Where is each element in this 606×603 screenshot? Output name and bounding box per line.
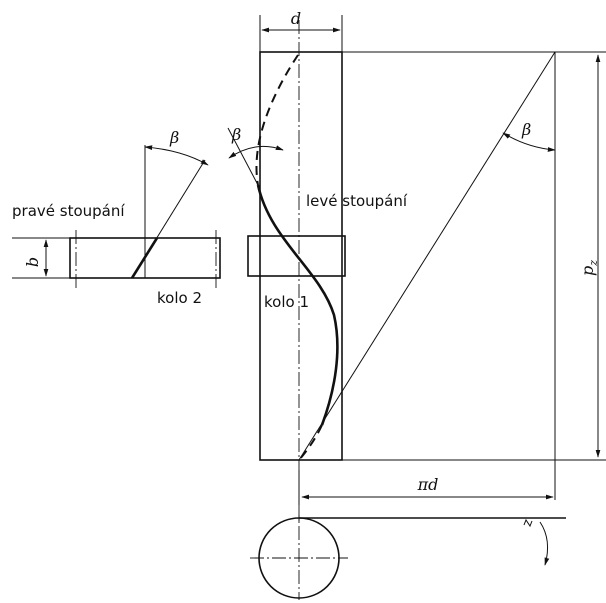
gear-2: β	[69, 128, 221, 288]
gear-1-band	[247, 235, 346, 277]
gear-2-label: kolo 2	[157, 289, 202, 307]
gear-1-label: kolo 1	[264, 293, 309, 311]
beta-angle-gear-2	[144, 145, 209, 166]
gear-2-tooth	[130, 237, 159, 279]
left-lead-label: levé stoupání	[306, 192, 408, 210]
cylinder-outline	[259, 51, 343, 461]
beta-label-gear-2: β	[169, 128, 179, 147]
development-triangle: β	[298, 51, 606, 500]
right-lead-label: pravé stoupání	[12, 202, 125, 220]
wavy-break	[523, 518, 533, 528]
lead-label: pz	[578, 260, 600, 276]
circumference-dimension: πd	[298, 470, 554, 505]
helix-visible	[256, 184, 339, 426]
beta-angle-triangle	[502, 132, 556, 152]
lead-dimension: pz	[578, 54, 601, 458]
end-view	[250, 515, 566, 599]
triangle-hypotenuse	[298, 51, 556, 461]
face-width-label: b	[23, 257, 42, 267]
diameter-label: d	[291, 9, 301, 28]
rotation-arrow	[539, 521, 550, 566]
helix-curve	[255, 54, 339, 461]
face-width-dimension: b	[12, 237, 70, 279]
circumference-label: πd	[417, 475, 439, 494]
beta-angle-cylinder: β	[227, 125, 284, 186]
beta-label-triangle: β	[521, 120, 531, 139]
cylinder	[259, 20, 343, 600]
diameter-dimension: d	[259, 9, 343, 52]
beta-label-cylinder: β	[231, 125, 241, 144]
helix-hidden-top	[255, 54, 299, 186]
helix-hidden-bottom	[298, 424, 323, 461]
